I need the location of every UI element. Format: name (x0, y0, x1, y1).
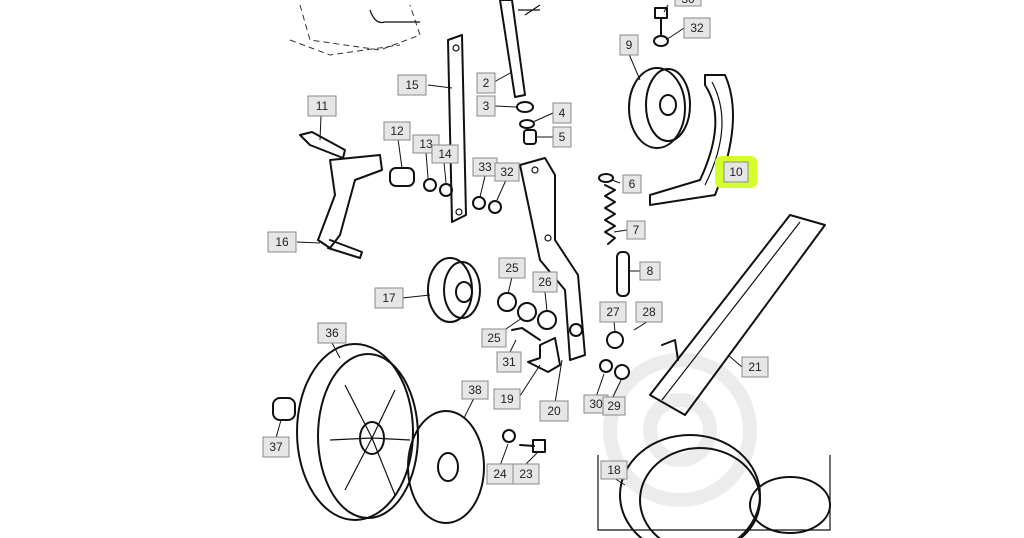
callout-text: 14 (438, 147, 452, 161)
callout-31: 31 (496, 351, 522, 373)
callout-text: 26 (538, 275, 552, 289)
callout-text: 3 (483, 99, 490, 113)
callout-32-mid: 32 (494, 162, 520, 182)
leader-lines (275, 4, 743, 486)
part-37-cap (272, 397, 296, 421)
bolts-23-24 (502, 429, 546, 453)
callout-text: 21 (748, 360, 762, 374)
callout-text: 31 (502, 355, 516, 369)
callout-3: 3 (476, 95, 496, 117)
part-20-arm (519, 157, 586, 361)
part-21-channel (649, 214, 826, 416)
gear-watermark (603, 353, 757, 507)
callout-text: 37 (269, 440, 283, 454)
callout-text: 7 (633, 223, 640, 237)
callout-29: 29 (602, 396, 626, 416)
callout-text: 6 (629, 177, 636, 191)
callout-24: 24 (486, 463, 514, 485)
callout-32-top: 32 (683, 17, 711, 39)
frame-outline (289, 4, 421, 56)
callout-9: 9 (619, 34, 639, 56)
callout-text: 20 (547, 404, 561, 418)
callout-text: 4 (559, 106, 566, 120)
part-36-wheel (296, 343, 419, 521)
callout-4: 4 (552, 102, 572, 124)
callout-30-top: 30 (674, 0, 702, 7)
callout-text: 17 (382, 291, 396, 305)
callout-26: 26 (532, 271, 558, 293)
callout-38: 38 (461, 380, 489, 400)
callout-6: 6 (622, 174, 642, 194)
callout-text: 23 (519, 467, 533, 481)
part-11-bolt (299, 131, 346, 159)
callout-text: 15 (405, 78, 419, 92)
callout-33: 33 (472, 157, 498, 177)
callout-25-upper: 25 (498, 257, 526, 279)
callout-28: 28 (635, 301, 663, 323)
callout-11: 11 (307, 95, 337, 117)
part-17-idler (427, 257, 481, 323)
callout-text: 32 (500, 165, 514, 179)
callout-text: 9 (626, 38, 633, 52)
callout-18: 18 (600, 460, 628, 480)
part-2-rod (499, 0, 541, 98)
callout-25-lower: 25 (481, 328, 507, 348)
nuts-29-30 (599, 359, 630, 380)
callout-text: 8 (647, 264, 654, 278)
part-16-bracket (317, 154, 383, 259)
bolt-32-top (653, 7, 669, 47)
callout-16: 16 (267, 231, 297, 253)
callout-37: 37 (262, 436, 290, 458)
callout-text: 33 (478, 160, 492, 174)
callout-20: 20 (539, 400, 569, 422)
callout-text: 30 (589, 397, 603, 411)
callout-5: 5 (552, 126, 572, 148)
callout-text: 27 (606, 305, 620, 319)
small-parts-12-14 (389, 167, 502, 214)
callout-12: 12 (383, 121, 411, 141)
callout-text: 29 (607, 399, 621, 413)
callout-36: 36 (317, 322, 347, 344)
callout-19: 19 (493, 388, 521, 410)
callout-text: 11 (316, 99, 329, 113)
callout-14: 14 (431, 144, 459, 164)
part-38-disc (407, 410, 485, 524)
callout-text: 18 (607, 463, 621, 477)
callout-23: 23 (512, 463, 540, 485)
callout-text: 5 (559, 130, 566, 144)
callout-text: 25 (487, 331, 501, 345)
part-7-spring (598, 173, 630, 297)
callout-8: 8 (639, 261, 661, 281)
callout-10-highlighted: 10 (715, 156, 757, 188)
part-9-pulley (628, 67, 691, 149)
callout-text: 36 (325, 326, 339, 340)
callout-17: 17 (374, 287, 404, 309)
part-10-belt-guide (649, 74, 734, 206)
callout-text: 13 (419, 137, 433, 151)
callout-text: 24 (493, 467, 507, 481)
callout-text: 25 (505, 261, 519, 275)
callout-text: 19 (500, 392, 514, 406)
callout-27: 27 (599, 301, 627, 323)
callout-text: 32 (690, 21, 704, 35)
callout-15: 15 (397, 74, 427, 96)
callout-text: 12 (390, 124, 404, 138)
callout-2: 2 (476, 72, 496, 94)
callout-21: 21 (741, 356, 769, 378)
callout-text: 30 (681, 0, 695, 6)
callout-text: 2 (483, 76, 490, 90)
part-18-wheel-inset (597, 434, 831, 538)
callout-7: 7 (626, 220, 646, 240)
callout-text: 38 (468, 383, 482, 397)
callout-text: 16 (275, 235, 289, 249)
part-19-bracket (511, 327, 561, 373)
callout-text: 10 (729, 165, 743, 179)
nuts-3-4-5 (516, 101, 537, 145)
callout-text: 28 (642, 305, 656, 319)
